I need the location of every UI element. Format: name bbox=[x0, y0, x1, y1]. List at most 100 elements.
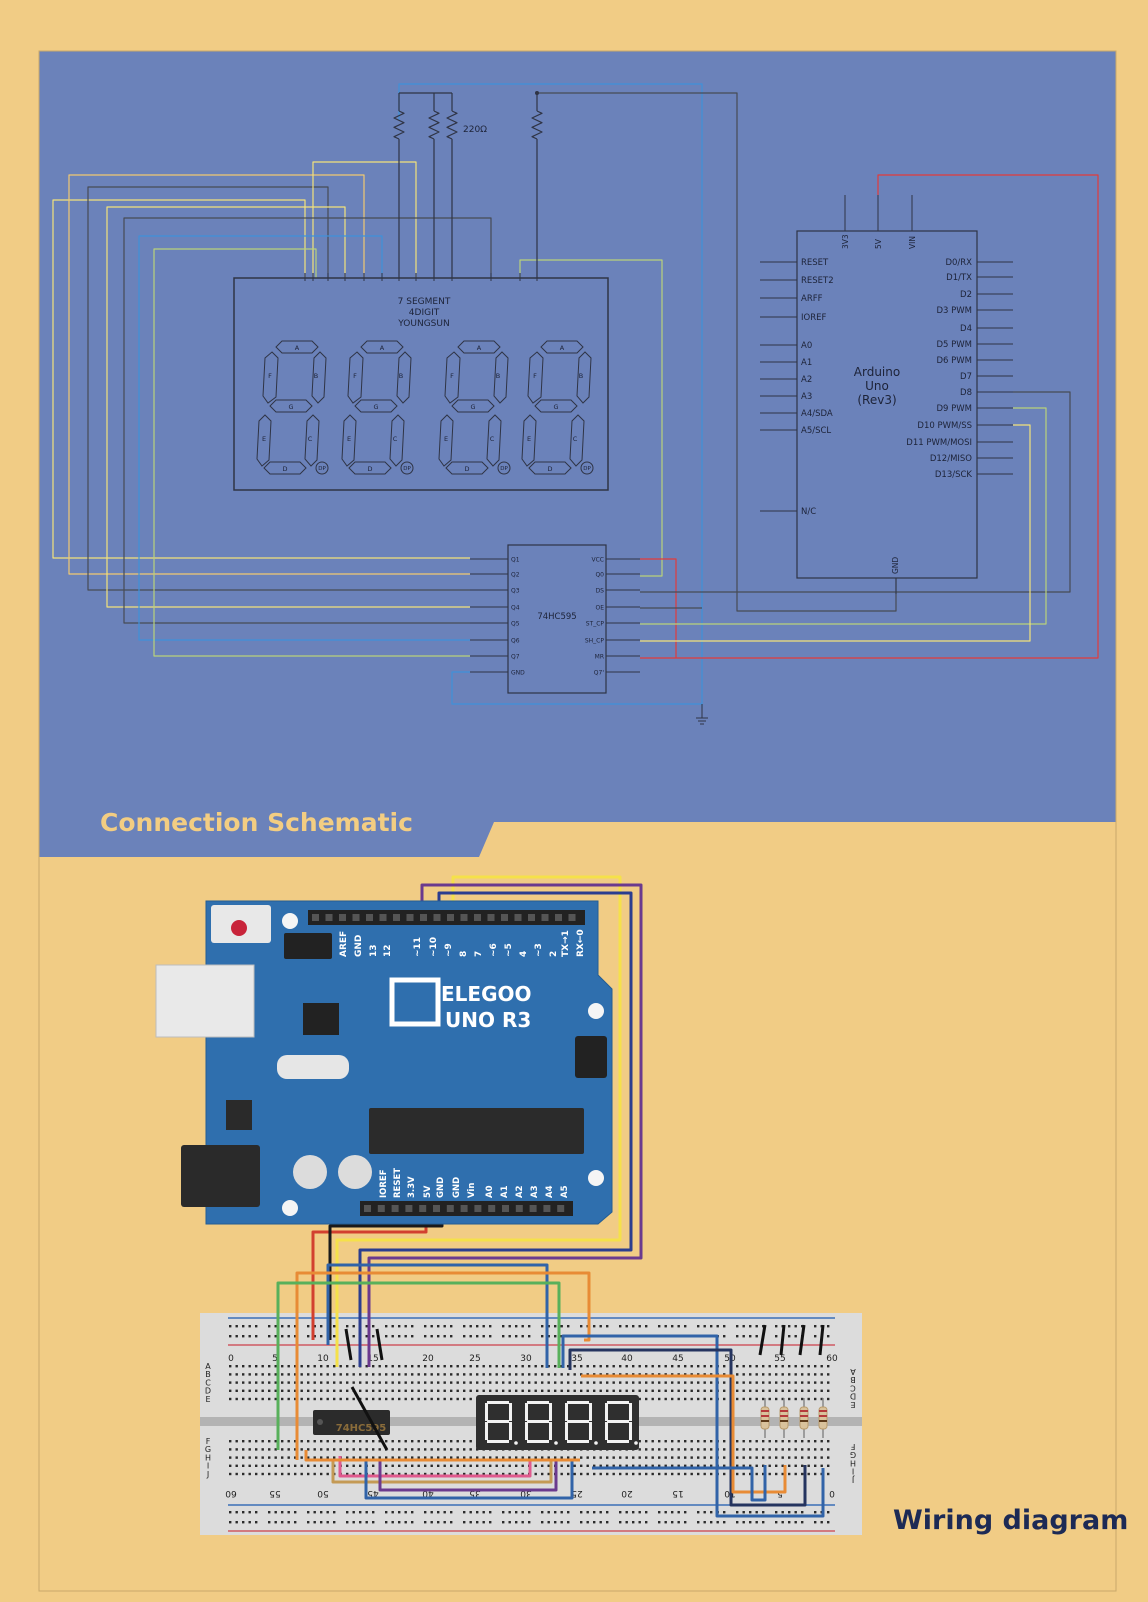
display-segment bbox=[549, 1403, 552, 1421]
breadboard-hole bbox=[294, 1440, 297, 1443]
breadboard-hole bbox=[658, 1456, 661, 1459]
breadboard-hole bbox=[541, 1521, 544, 1524]
breadboard-hole bbox=[235, 1373, 238, 1376]
chip-pin-label: Q7 bbox=[511, 654, 520, 661]
breadboard-hole bbox=[625, 1381, 628, 1384]
segment-label: E bbox=[527, 435, 531, 443]
breadboard-hole bbox=[749, 1381, 752, 1384]
breadboard-hole bbox=[814, 1365, 817, 1368]
header-pin bbox=[568, 914, 576, 921]
breadboard-hole bbox=[567, 1389, 570, 1392]
breadboard-hole bbox=[541, 1456, 544, 1459]
breadboard-hole bbox=[554, 1456, 557, 1459]
breadboard-hole bbox=[294, 1389, 297, 1392]
breadboard-hole bbox=[801, 1373, 804, 1376]
breadboard-hole bbox=[586, 1389, 589, 1392]
header-pin bbox=[447, 914, 454, 921]
header-pin bbox=[391, 1205, 399, 1212]
breadboard-hole bbox=[625, 1521, 628, 1524]
breadboard-hole bbox=[326, 1511, 329, 1514]
breadboard-hole bbox=[723, 1373, 726, 1376]
breadboard-hole bbox=[534, 1373, 537, 1376]
segment-label: D bbox=[464, 465, 469, 473]
breadboard-hole bbox=[307, 1521, 310, 1524]
digital-pin-label: AREF bbox=[339, 931, 349, 957]
header-pin bbox=[487, 914, 495, 921]
breadboard-hole bbox=[710, 1456, 713, 1459]
breadboard-hole bbox=[320, 1389, 323, 1392]
header-pin bbox=[502, 1205, 509, 1212]
breadboard-hole bbox=[755, 1448, 758, 1451]
jumper-wire-purple bbox=[367, 883, 643, 1367]
breadboard-hole bbox=[450, 1373, 453, 1376]
breadboard-hole bbox=[547, 1373, 550, 1376]
breadboard-hole bbox=[755, 1511, 758, 1514]
breadboard-hole bbox=[255, 1397, 258, 1401]
power-pin-label: 5V bbox=[423, 1185, 433, 1198]
breadboard-hole bbox=[313, 1325, 316, 1328]
breadboard-hole bbox=[586, 1373, 589, 1376]
breadboard-hole bbox=[573, 1456, 576, 1459]
breadboard-hole bbox=[547, 1365, 550, 1368]
arduino-pin-label: RESET2 bbox=[801, 276, 834, 286]
breadboard-hole bbox=[619, 1521, 622, 1524]
breadboard-column-number: 10 bbox=[317, 1354, 329, 1364]
breadboard-hole bbox=[489, 1325, 492, 1328]
resistor-band bbox=[800, 1420, 808, 1422]
breadboard-hole bbox=[736, 1464, 739, 1467]
breadboard-hole bbox=[463, 1472, 466, 1476]
resistor-body bbox=[779, 1406, 789, 1430]
breadboard-hole bbox=[515, 1325, 518, 1328]
breadboard-hole bbox=[580, 1389, 583, 1392]
breadboard-hole bbox=[463, 1325, 466, 1328]
breadboard-hole bbox=[814, 1464, 817, 1467]
breadboard-hole bbox=[307, 1456, 310, 1459]
resistor-body bbox=[446, 110, 458, 140]
breadboard-hole bbox=[287, 1373, 290, 1376]
breadboard-hole bbox=[456, 1472, 459, 1476]
breadboard-hole bbox=[411, 1335, 414, 1338]
breadboard-hole bbox=[547, 1521, 550, 1524]
segment-label: B bbox=[314, 372, 318, 380]
arduino-pin-label: D8 bbox=[960, 388, 972, 398]
jumper-wire-black bbox=[779, 1324, 786, 1356]
breadboard-hole bbox=[625, 1464, 628, 1467]
resistor-band bbox=[780, 1410, 788, 1412]
breadboard-hole bbox=[450, 1325, 453, 1328]
breadboard-hole bbox=[398, 1448, 401, 1451]
icsp-header bbox=[284, 933, 332, 959]
breadboard-hole bbox=[443, 1448, 446, 1451]
breadboard-hole bbox=[476, 1521, 479, 1524]
breadboard-hole bbox=[242, 1381, 245, 1384]
breadboard-hole bbox=[385, 1365, 388, 1368]
breadboard-hole bbox=[749, 1511, 752, 1514]
breadboard-hole bbox=[482, 1389, 485, 1392]
breadboard-hole bbox=[398, 1464, 401, 1467]
breadboard-hole bbox=[742, 1365, 745, 1368]
display-segment bbox=[605, 1403, 608, 1421]
resistor-band bbox=[761, 1420, 769, 1422]
breadboard-hole bbox=[755, 1381, 758, 1384]
breadboard-hole bbox=[255, 1381, 258, 1384]
breadboard-hole bbox=[664, 1464, 667, 1467]
breadboard-row-letter: J bbox=[852, 1475, 855, 1484]
breadboard-hole bbox=[723, 1464, 726, 1467]
breadboard-hole bbox=[346, 1511, 349, 1514]
breadboard-hole bbox=[476, 1335, 479, 1338]
schematic-wire bbox=[68, 174, 470, 575]
breadboard-hole bbox=[580, 1456, 583, 1459]
breadboard-hole bbox=[502, 1389, 505, 1392]
breadboard-hole bbox=[703, 1365, 706, 1368]
resistor-body bbox=[393, 110, 405, 140]
breadboard-column-number: 35 bbox=[571, 1354, 582, 1364]
breadboard-hole bbox=[755, 1335, 758, 1338]
breadboard-hole bbox=[339, 1389, 342, 1392]
breadboard-hole bbox=[378, 1365, 381, 1368]
breadboard-hole bbox=[762, 1464, 765, 1467]
breadboard-hole bbox=[365, 1397, 368, 1401]
breadboard-hole bbox=[229, 1335, 232, 1338]
breadboard-hole bbox=[268, 1456, 271, 1459]
breadboard-hole bbox=[482, 1456, 485, 1459]
breadboard-hole bbox=[677, 1397, 680, 1401]
breadboard-hole bbox=[372, 1440, 375, 1443]
